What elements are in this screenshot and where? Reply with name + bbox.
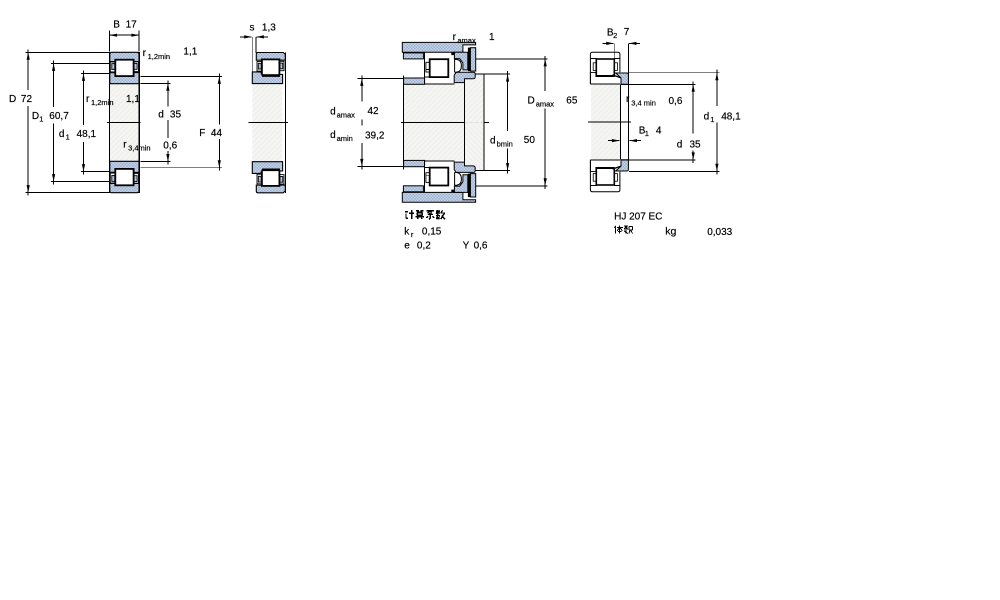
svg-text:44: 44: [211, 128, 223, 139]
svg-text:d: d: [490, 135, 496, 146]
svg-text:0,15: 0,15: [422, 227, 442, 238]
svg-text:amax: amax: [337, 110, 356, 119]
svg-text:kg: kg: [665, 225, 676, 237]
svg-text:amin: amin: [337, 134, 353, 143]
svg-text:0,6: 0,6: [669, 96, 683, 107]
svg-text:39,2: 39,2: [365, 130, 385, 141]
svg-text:42: 42: [368, 106, 380, 117]
svg-text:35: 35: [170, 109, 182, 120]
svg-text:0,6: 0,6: [163, 140, 177, 151]
svg-text:72: 72: [21, 94, 33, 105]
svg-text:0,2: 0,2: [417, 240, 431, 251]
svg-text:1,2min: 1,2min: [91, 98, 114, 107]
svg-text:d: d: [704, 111, 710, 122]
svg-text:d: d: [59, 129, 65, 140]
svg-text:r: r: [626, 94, 630, 105]
svg-text:48,1: 48,1: [77, 129, 97, 140]
svg-text:1: 1: [39, 115, 43, 124]
svg-text:e: e: [404, 240, 410, 251]
svg-text:amax: amax: [536, 100, 555, 109]
svg-text:65: 65: [566, 96, 578, 107]
svg-text:7: 7: [624, 27, 630, 38]
svg-text:48,1: 48,1: [721, 111, 741, 122]
svg-text:1,2min: 1,2min: [148, 52, 171, 61]
svg-text:r: r: [123, 139, 127, 150]
svg-text:1,3: 1,3: [262, 22, 276, 33]
svg-text:Y: Y: [463, 240, 470, 251]
svg-text:k: k: [404, 226, 410, 237]
svg-text:2: 2: [613, 31, 617, 40]
svg-text:D: D: [528, 96, 535, 107]
svg-text:B: B: [639, 126, 646, 137]
svg-text:1,1: 1,1: [183, 46, 197, 57]
svg-text:amax: amax: [457, 36, 476, 45]
svg-text:HJ 207 EC: HJ 207 EC: [614, 212, 662, 223]
svg-text:1,1: 1,1: [126, 94, 140, 105]
svg-text:bmin: bmin: [497, 139, 513, 148]
svg-text:1: 1: [489, 32, 495, 43]
svg-text:4: 4: [656, 125, 662, 136]
svg-text:B: B: [113, 19, 120, 30]
svg-text:d: d: [158, 109, 164, 120]
svg-text:s: s: [250, 22, 255, 33]
svg-text:0,033: 0,033: [707, 227, 732, 238]
svg-text:0,6: 0,6: [474, 240, 488, 251]
svg-text:1: 1: [710, 115, 714, 124]
svg-text:r: r: [143, 48, 147, 59]
svg-text:d: d: [677, 140, 683, 151]
svg-text:r: r: [411, 230, 414, 239]
svg-text:3,4 min: 3,4 min: [631, 98, 656, 107]
svg-text:17: 17: [126, 19, 138, 30]
svg-text:3,4min: 3,4min: [128, 143, 151, 152]
svg-text:F: F: [199, 128, 205, 139]
svg-text:60,7: 60,7: [49, 111, 69, 122]
svg-text:r: r: [453, 32, 457, 43]
svg-text:d: d: [330, 106, 336, 117]
svg-text:D: D: [32, 111, 39, 122]
svg-text:50: 50: [524, 135, 536, 146]
svg-text:B: B: [607, 27, 614, 38]
svg-text:D: D: [9, 94, 16, 105]
svg-text:d: d: [330, 130, 336, 141]
svg-text:1: 1: [66, 132, 70, 141]
svg-text:r: r: [86, 94, 90, 105]
svg-text:35: 35: [690, 140, 702, 151]
svg-text:1: 1: [645, 129, 649, 138]
